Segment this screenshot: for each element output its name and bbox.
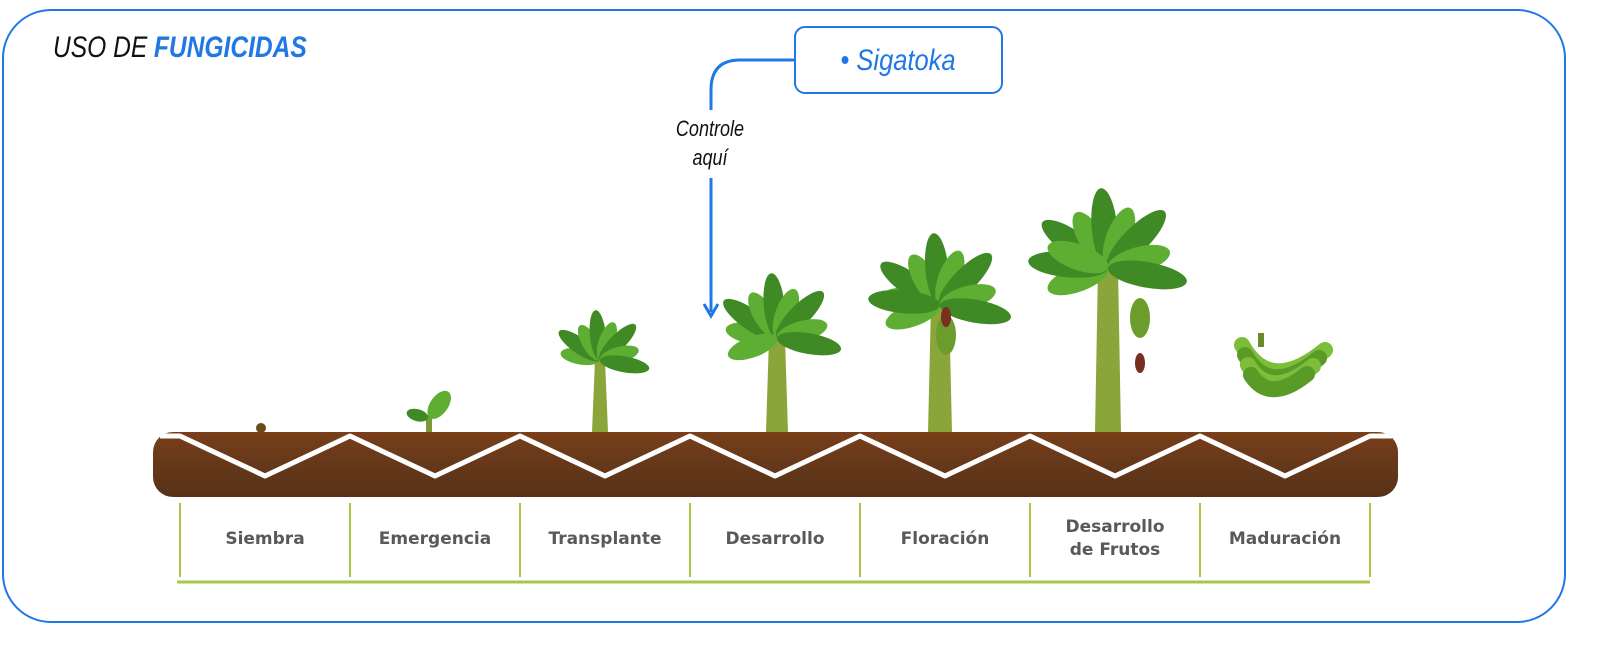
soil-bar — [153, 432, 1398, 497]
banana — [1243, 366, 1315, 398]
banana-bunch — [936, 315, 956, 355]
stage-label: Floración — [901, 529, 990, 549]
control-label-line1: Controle — [676, 117, 744, 141]
sigatoka-callout: • Sigatoka Controle aquí — [676, 26, 1003, 319]
leaf — [427, 390, 451, 419]
plants-layer — [256, 188, 1333, 433]
leaf — [868, 289, 941, 314]
development-plant — [723, 273, 842, 432]
leaf — [727, 333, 778, 361]
stage-label: Desarrollo — [1065, 517, 1164, 537]
leaf — [1107, 260, 1187, 290]
leaf — [1047, 240, 1109, 274]
leaf — [406, 408, 429, 422]
ripe-bananas-icon — [1234, 333, 1333, 398]
leaf — [599, 355, 650, 374]
flowering-plant — [868, 233, 1011, 432]
leaf — [939, 298, 1011, 325]
connector-line — [709, 58, 795, 110]
callout-label: • Sigatoka — [840, 43, 955, 76]
arrow-down-icon — [702, 303, 720, 319]
stage-label: Maduración — [1229, 529, 1341, 549]
seed-icon — [256, 423, 266, 433]
leaf — [776, 331, 842, 356]
stage-label: Siembra — [225, 529, 304, 549]
flower-bud — [941, 307, 951, 327]
control-label-line2: aquí — [692, 146, 729, 170]
trunk — [1095, 268, 1121, 432]
flower-bud — [1135, 353, 1145, 373]
sprout-plant — [406, 390, 451, 432]
transplant-plant — [558, 310, 650, 432]
trunk — [592, 360, 608, 432]
banana-bunch — [1130, 298, 1150, 338]
stage-label: Transplante — [548, 529, 661, 549]
trunk — [766, 338, 788, 432]
fruiting-plant — [1028, 188, 1187, 432]
stage-label: Emergencia — [379, 529, 491, 549]
stage-label-line2: de Frutos — [1070, 540, 1161, 560]
soil-zigzag — [160, 433, 1392, 479]
stage-label: Desarrollo — [725, 529, 824, 549]
